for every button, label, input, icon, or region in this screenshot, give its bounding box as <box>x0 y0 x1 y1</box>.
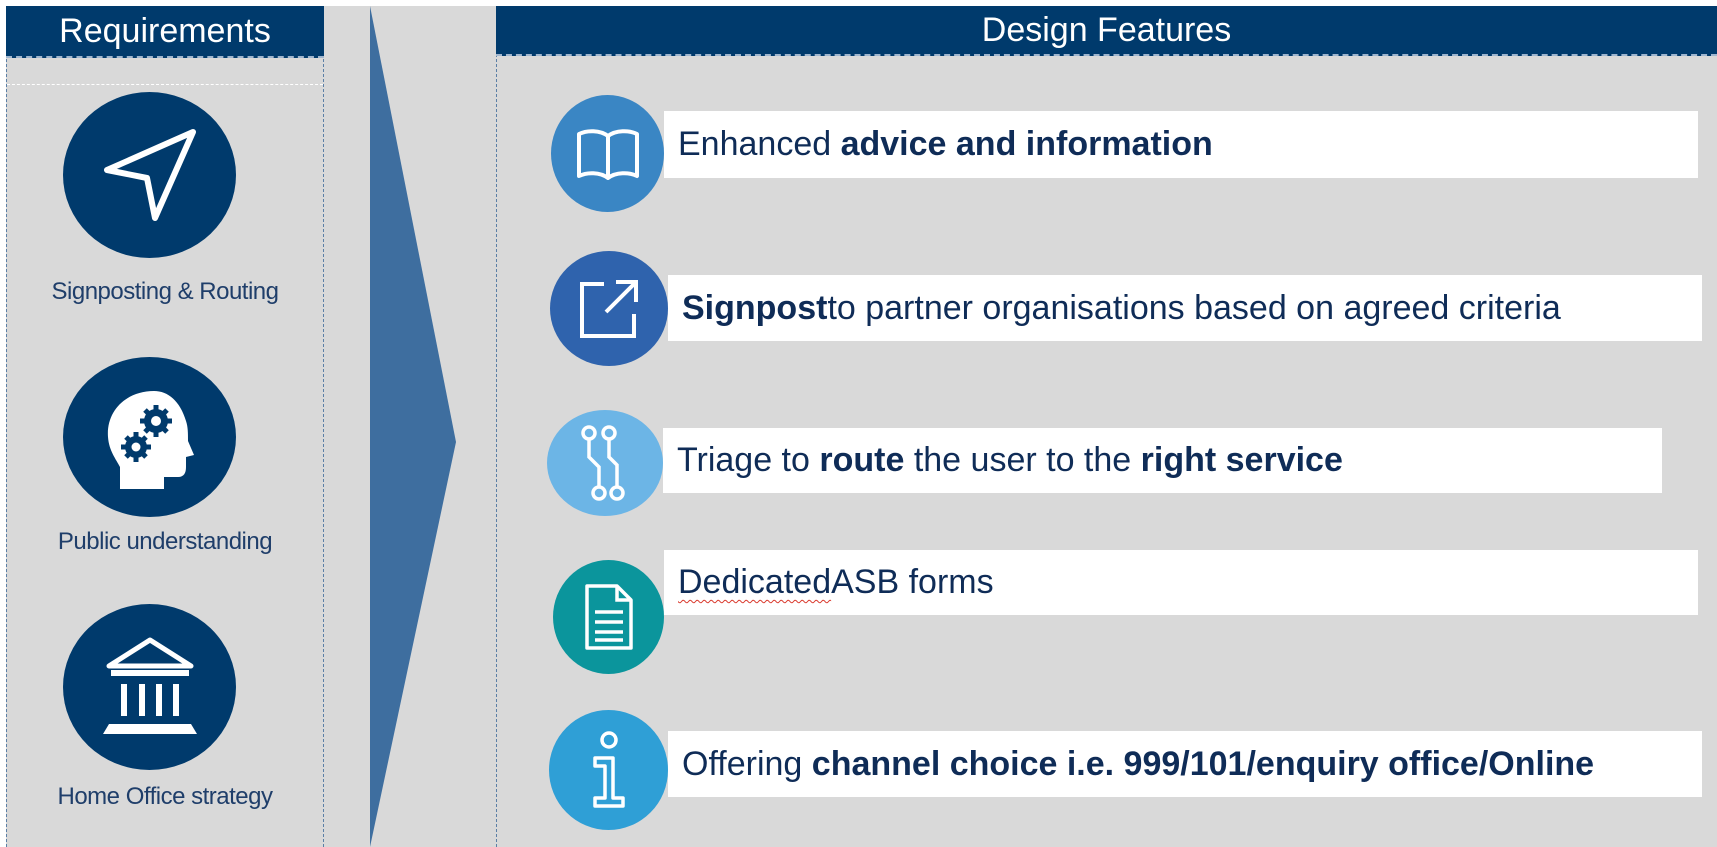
feature-channel-choice: Offering channel choice i.e. 999/101/enq… <box>668 731 1702 797</box>
external-link-icon <box>550 251 668 366</box>
feature-signpost: Signpost to partner organisations based … <box>668 275 1702 341</box>
feature-advice-info: Enhanced advice and information <box>664 111 1698 178</box>
feature-asb-forms: Dedicated ASB forms <box>664 550 1698 615</box>
feature-text: Offering <box>682 744 803 783</box>
navigation-arrow-icon <box>63 92 236 258</box>
route-branch-icon <box>547 410 663 516</box>
open-book-icon <box>551 95 664 212</box>
feature-text: Dedicated <box>678 563 832 601</box>
feature-triage: Triage to route the user to the right se… <box>663 428 1662 493</box>
feature-text-bold: right service <box>1140 441 1343 479</box>
feature-text-bold: advice and information <box>840 125 1213 163</box>
head-gears-icon <box>63 357 236 517</box>
document-icon <box>553 560 664 674</box>
requirements-header: Requirements <box>6 6 324 58</box>
feature-text-bold: Signpost <box>682 288 828 327</box>
transition-arrow <box>370 6 456 847</box>
requirement-label-public-understanding: Public understanding <box>57 528 273 555</box>
feature-text-bold: channel choice i.e. 999/101/enquiry offi… <box>811 744 1595 783</box>
government-building-icon <box>63 604 236 770</box>
requirement-label-signposting: Signposting & Routing <box>51 278 280 305</box>
feature-text: Triage to <box>677 441 810 479</box>
feature-text: to partner organisations based on agreed… <box>827 288 1561 327</box>
info-icon <box>549 710 668 830</box>
feature-text: Enhanced <box>678 125 832 163</box>
feature-text: the user to the <box>913 441 1132 479</box>
feature-text: ASB forms <box>831 563 994 601</box>
requirement-label-home-office: Home Office strategy <box>57 783 273 810</box>
design-features-header: Design Features <box>496 6 1717 56</box>
feature-text-bold: route <box>819 441 905 479</box>
